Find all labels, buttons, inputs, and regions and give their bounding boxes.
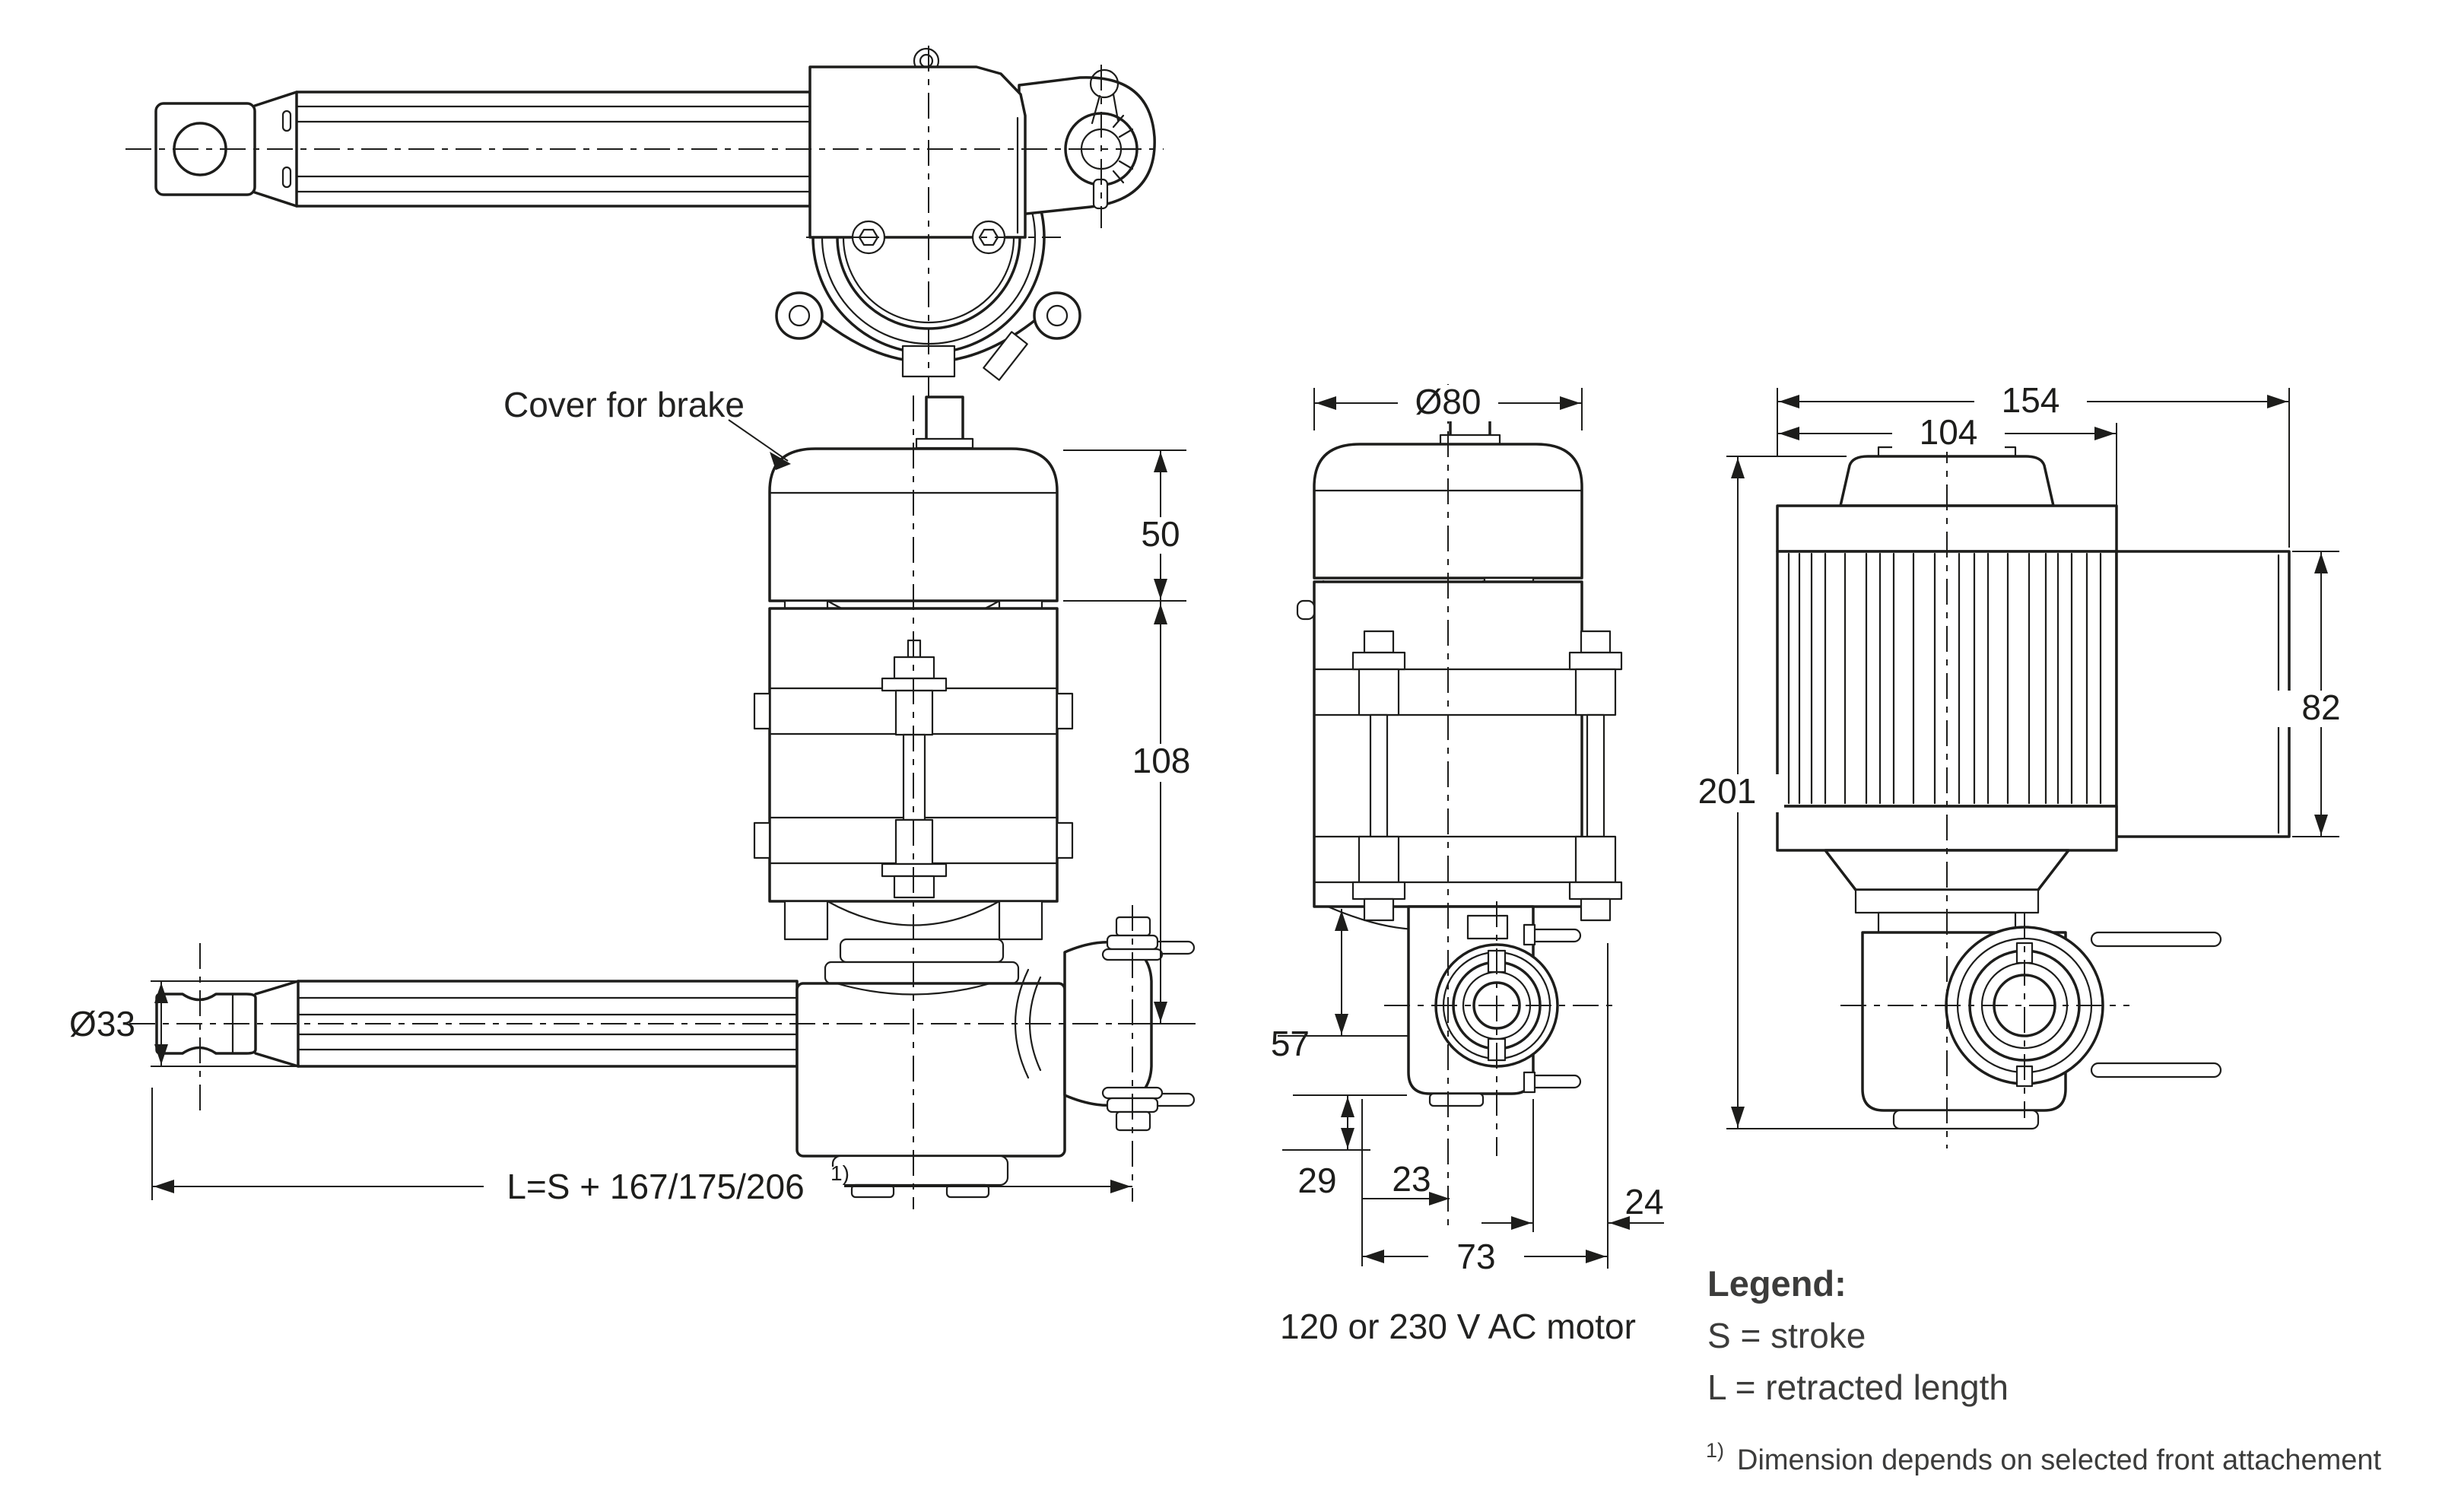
footnote-marker: 1) bbox=[1706, 1439, 1724, 1462]
dim-cover-height-label: 50 bbox=[1141, 514, 1180, 554]
dim-motor-diameter-label: Ø80 bbox=[1415, 382, 1481, 421]
motor-voltage-note: 120 or 230 V AC motor bbox=[1280, 1307, 1636, 1346]
cotter-pin-loop bbox=[1089, 68, 1119, 99]
dimension-set-side bbox=[1278, 385, 1664, 1275]
legend-item-retracted-length: L = retracted length bbox=[1707, 1367, 2009, 1407]
dim-24-label: 24 bbox=[1624, 1182, 1663, 1221]
terminal-box bbox=[2115, 550, 2291, 838]
front-view-drawing bbox=[129, 395, 1196, 1209]
top-view-drawing bbox=[125, 46, 1164, 415]
flange-ear-right bbox=[1033, 291, 1081, 340]
dim-29-label: 29 bbox=[1297, 1161, 1336, 1200]
dim-73-label: 73 bbox=[1456, 1237, 1495, 1276]
dim-retracted-length-label: L=S + 167/175/206 bbox=[507, 1167, 804, 1206]
dim-23-label: 23 bbox=[1392, 1159, 1431, 1199]
dim-201-label: 201 bbox=[1698, 771, 1757, 811]
dimension-set-front bbox=[151, 419, 1220, 1206]
dim-57-label: 57 bbox=[1271, 1024, 1310, 1063]
dimension-set-rear bbox=[1670, 383, 2367, 1129]
tie-bolt-right bbox=[1568, 630, 1623, 922]
legend-item-stroke: S = stroke bbox=[1707, 1316, 1866, 1355]
dim-tube-diameter-label: Ø33 bbox=[69, 1004, 135, 1043]
dim-retracted-length-sup: 1) bbox=[830, 1161, 850, 1185]
dim-motor-to-axis-label: 108 bbox=[1132, 741, 1191, 780]
gear-housing-top-view bbox=[808, 65, 1027, 239]
brake-cover-side bbox=[1313, 443, 1583, 580]
dim-104-label: 104 bbox=[1920, 412, 1978, 452]
connector-stub bbox=[925, 395, 964, 447]
flange-angled-tab bbox=[983, 331, 1028, 381]
cover-for-brake-label: Cover for brake bbox=[503, 385, 745, 424]
motor-cap-rear bbox=[1839, 455, 2055, 507]
footnote-text: Dimension depends on selected front atta… bbox=[1737, 1444, 2382, 1476]
cooling-fins bbox=[1787, 552, 2102, 805]
dim-154-label: 154 bbox=[2002, 380, 2060, 420]
rear-view-drawing bbox=[1776, 437, 2291, 1148]
tie-bolt-left bbox=[1351, 630, 1406, 922]
legend-title: Legend: bbox=[1707, 1263, 1847, 1304]
dim-82-label: 82 bbox=[2301, 688, 2340, 727]
side-view-drawing bbox=[1296, 384, 1623, 1232]
flange-ear-left bbox=[775, 291, 824, 340]
